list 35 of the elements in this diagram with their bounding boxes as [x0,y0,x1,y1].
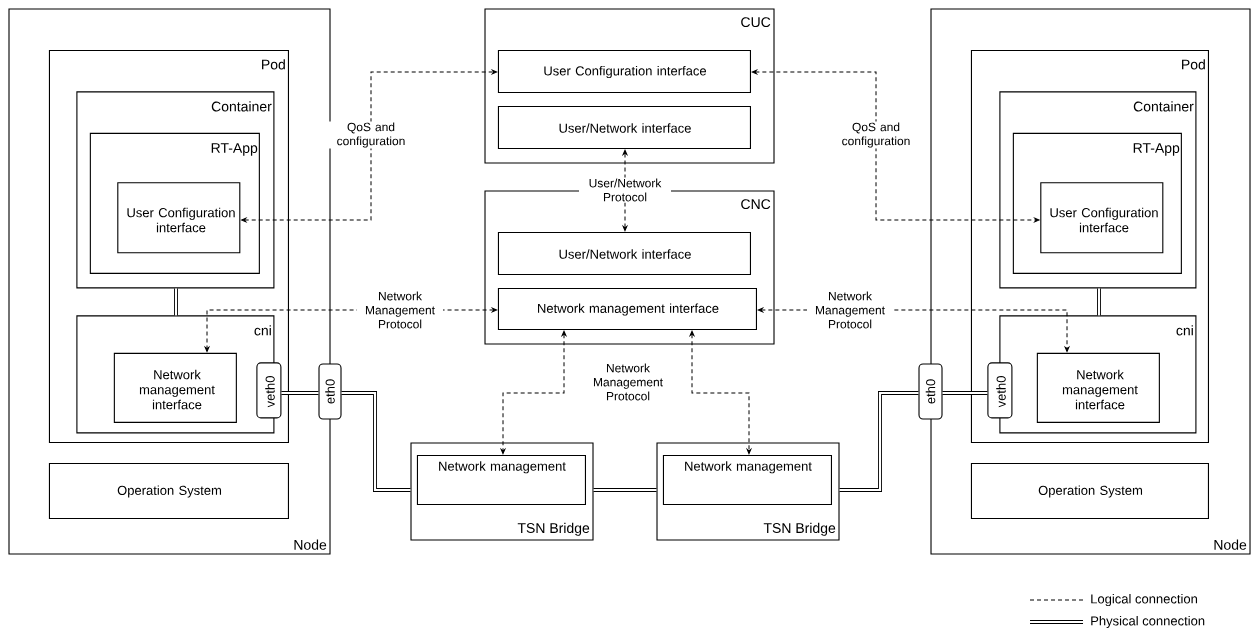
interface-box: User Configuration interface [497,49,751,93]
connection-line [1097,288,1101,316]
port-box: eth0 [918,363,943,420]
interface-box: Network management interface [113,352,237,423]
legend-entry: Logical connection [1029,593,1197,607]
edge-label: QoS and configuration [842,122,910,148]
edge-label: Network Management Protocol [593,363,663,401]
edge-label: QoS and configuration [337,122,405,148]
arrow [751,69,1040,223]
edge-label: Network Management Protocol [815,291,885,329]
connection-line [174,288,178,316]
legend-entry: Physical connection [1030,615,1205,629]
interface-box: Operation System [970,462,1209,519]
interface-box: Network management [416,454,586,505]
port-box: veth0 [987,362,1013,419]
interface-box: Network management interface [497,287,757,330]
interface-box: Network management interface [1036,352,1160,423]
connection-line [281,391,319,395]
connection-line [341,391,411,492]
arrow [241,69,498,223]
connection-line [942,391,988,395]
port-box: eth0 [318,363,342,420]
arrow [500,330,567,455]
interface-box: User/Network interface [497,231,751,275]
interface-box: User Configuration interface [117,182,241,254]
interface-box: User/Network interface [497,105,751,149]
interface-box: User Configuration interface [1040,182,1164,254]
connection-line [593,488,657,492]
edge-label: Network Management Protocol [365,291,435,329]
interface-box: Network management [662,454,832,505]
arrow [689,330,752,455]
interface-box: Operation System [48,462,289,519]
arrow [622,149,628,232]
port-box: veth0 [256,362,282,419]
connection-line [839,391,919,492]
